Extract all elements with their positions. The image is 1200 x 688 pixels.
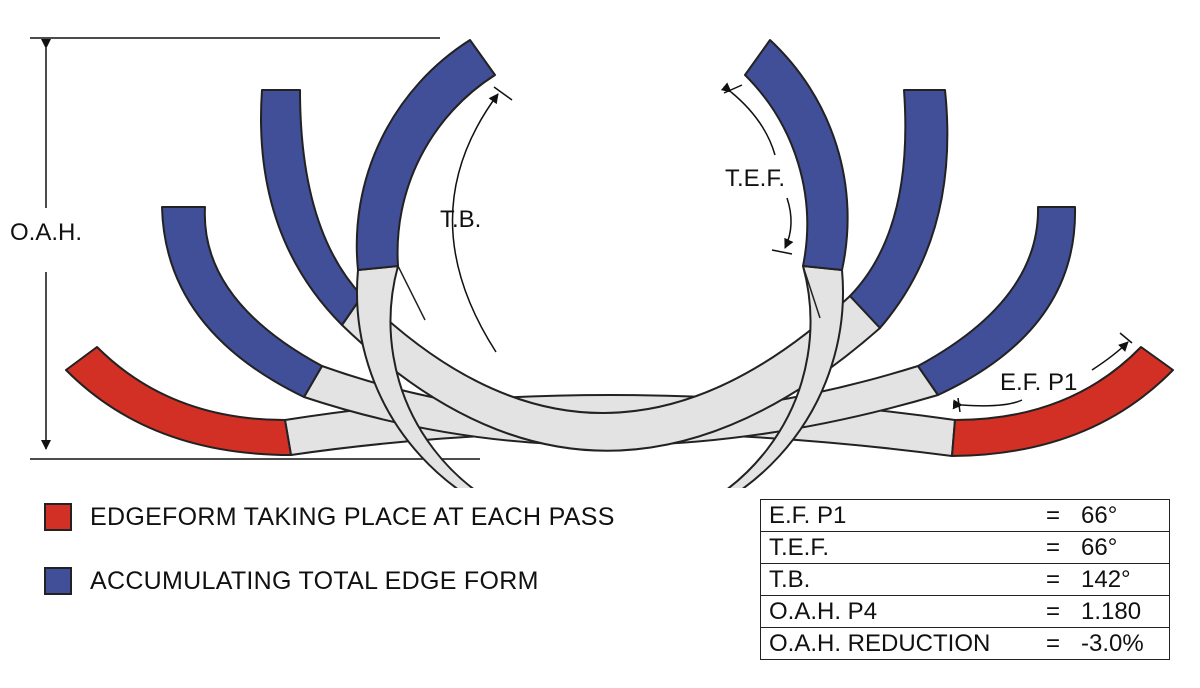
pass-1-left-edgeform xyxy=(65,346,292,456)
pass-4-left-band xyxy=(355,39,496,271)
edgeform-swatch xyxy=(44,503,72,531)
legend-accumulated-text: ACCUMULATING TOTAL EDGE FORM xyxy=(90,566,539,595)
spec-value: 66° xyxy=(1073,531,1170,564)
spec-equals: = xyxy=(1033,499,1073,532)
spec-equals: = xyxy=(1033,595,1073,628)
spec-value: 142° xyxy=(1073,563,1170,596)
efp1-dimension xyxy=(952,332,1133,413)
tb-dimension xyxy=(451,86,513,353)
tb-label: T.B. xyxy=(440,206,481,233)
spec-label: O.A.H. REDUCTION xyxy=(760,627,1033,660)
spec-equals: = xyxy=(1033,531,1073,564)
legend-item-accumulated: ACCUMULATING TOTAL EDGE FORM xyxy=(44,561,615,601)
spec-row: T.E.F. = 66° xyxy=(760,531,1170,564)
oah-label: O.A.H. xyxy=(10,219,82,246)
pass-1-right-edgeform xyxy=(951,346,1174,457)
oah-dimension xyxy=(30,37,480,460)
spec-label: T.E.F. xyxy=(760,531,1033,564)
spec-label: E.F. P1 xyxy=(760,499,1033,532)
legend: EDGEFORM TAKING PLACE AT EACH PASS ACCUM… xyxy=(44,497,615,601)
accumulated-swatch xyxy=(44,567,72,595)
spec-equals: = xyxy=(1033,627,1073,660)
spec-row: T.B. = 142° xyxy=(760,563,1170,596)
spec-value: -3.0% xyxy=(1073,627,1170,660)
pass-2-right-band xyxy=(917,206,1077,396)
legend-item-edgeform: EDGEFORM TAKING PLACE AT EACH PASS xyxy=(44,497,615,537)
spec-label: O.A.H. P4 xyxy=(760,595,1033,628)
spec-row: O.A.H. P4 = 1.180 xyxy=(760,595,1170,628)
efp1-label: E.F. P1 xyxy=(1000,369,1077,396)
pass-3-right-band xyxy=(849,89,949,329)
spec-row: O.A.H. REDUCTION = -3.0% xyxy=(760,627,1170,660)
spec-row: E.F. P1 = 66° xyxy=(760,499,1170,532)
spec-equals: = xyxy=(1033,563,1073,596)
legend-edgeform-text: EDGEFORM TAKING PLACE AT EACH PASS xyxy=(90,502,615,531)
spec-value: 66° xyxy=(1073,499,1170,532)
pass-2-profile xyxy=(161,206,1077,447)
spec-label: T.B. xyxy=(760,563,1033,596)
pass-3-left-band xyxy=(260,89,363,326)
pass-4-profile xyxy=(355,39,849,488)
pass-4-right-band xyxy=(744,39,849,271)
spec-value: 1.180 xyxy=(1073,595,1170,628)
pass-2-left-band xyxy=(161,206,323,398)
tef-label: T.E.F. xyxy=(725,165,785,192)
spec-table: E.F. P1 = 66° T.E.F. = 66° T.B. = 142° O… xyxy=(760,499,1170,660)
pass-3-profile xyxy=(260,89,949,452)
tef-dimension xyxy=(720,82,794,255)
roll-forming-diagram: O.A.H. T.B xyxy=(10,37,1174,488)
